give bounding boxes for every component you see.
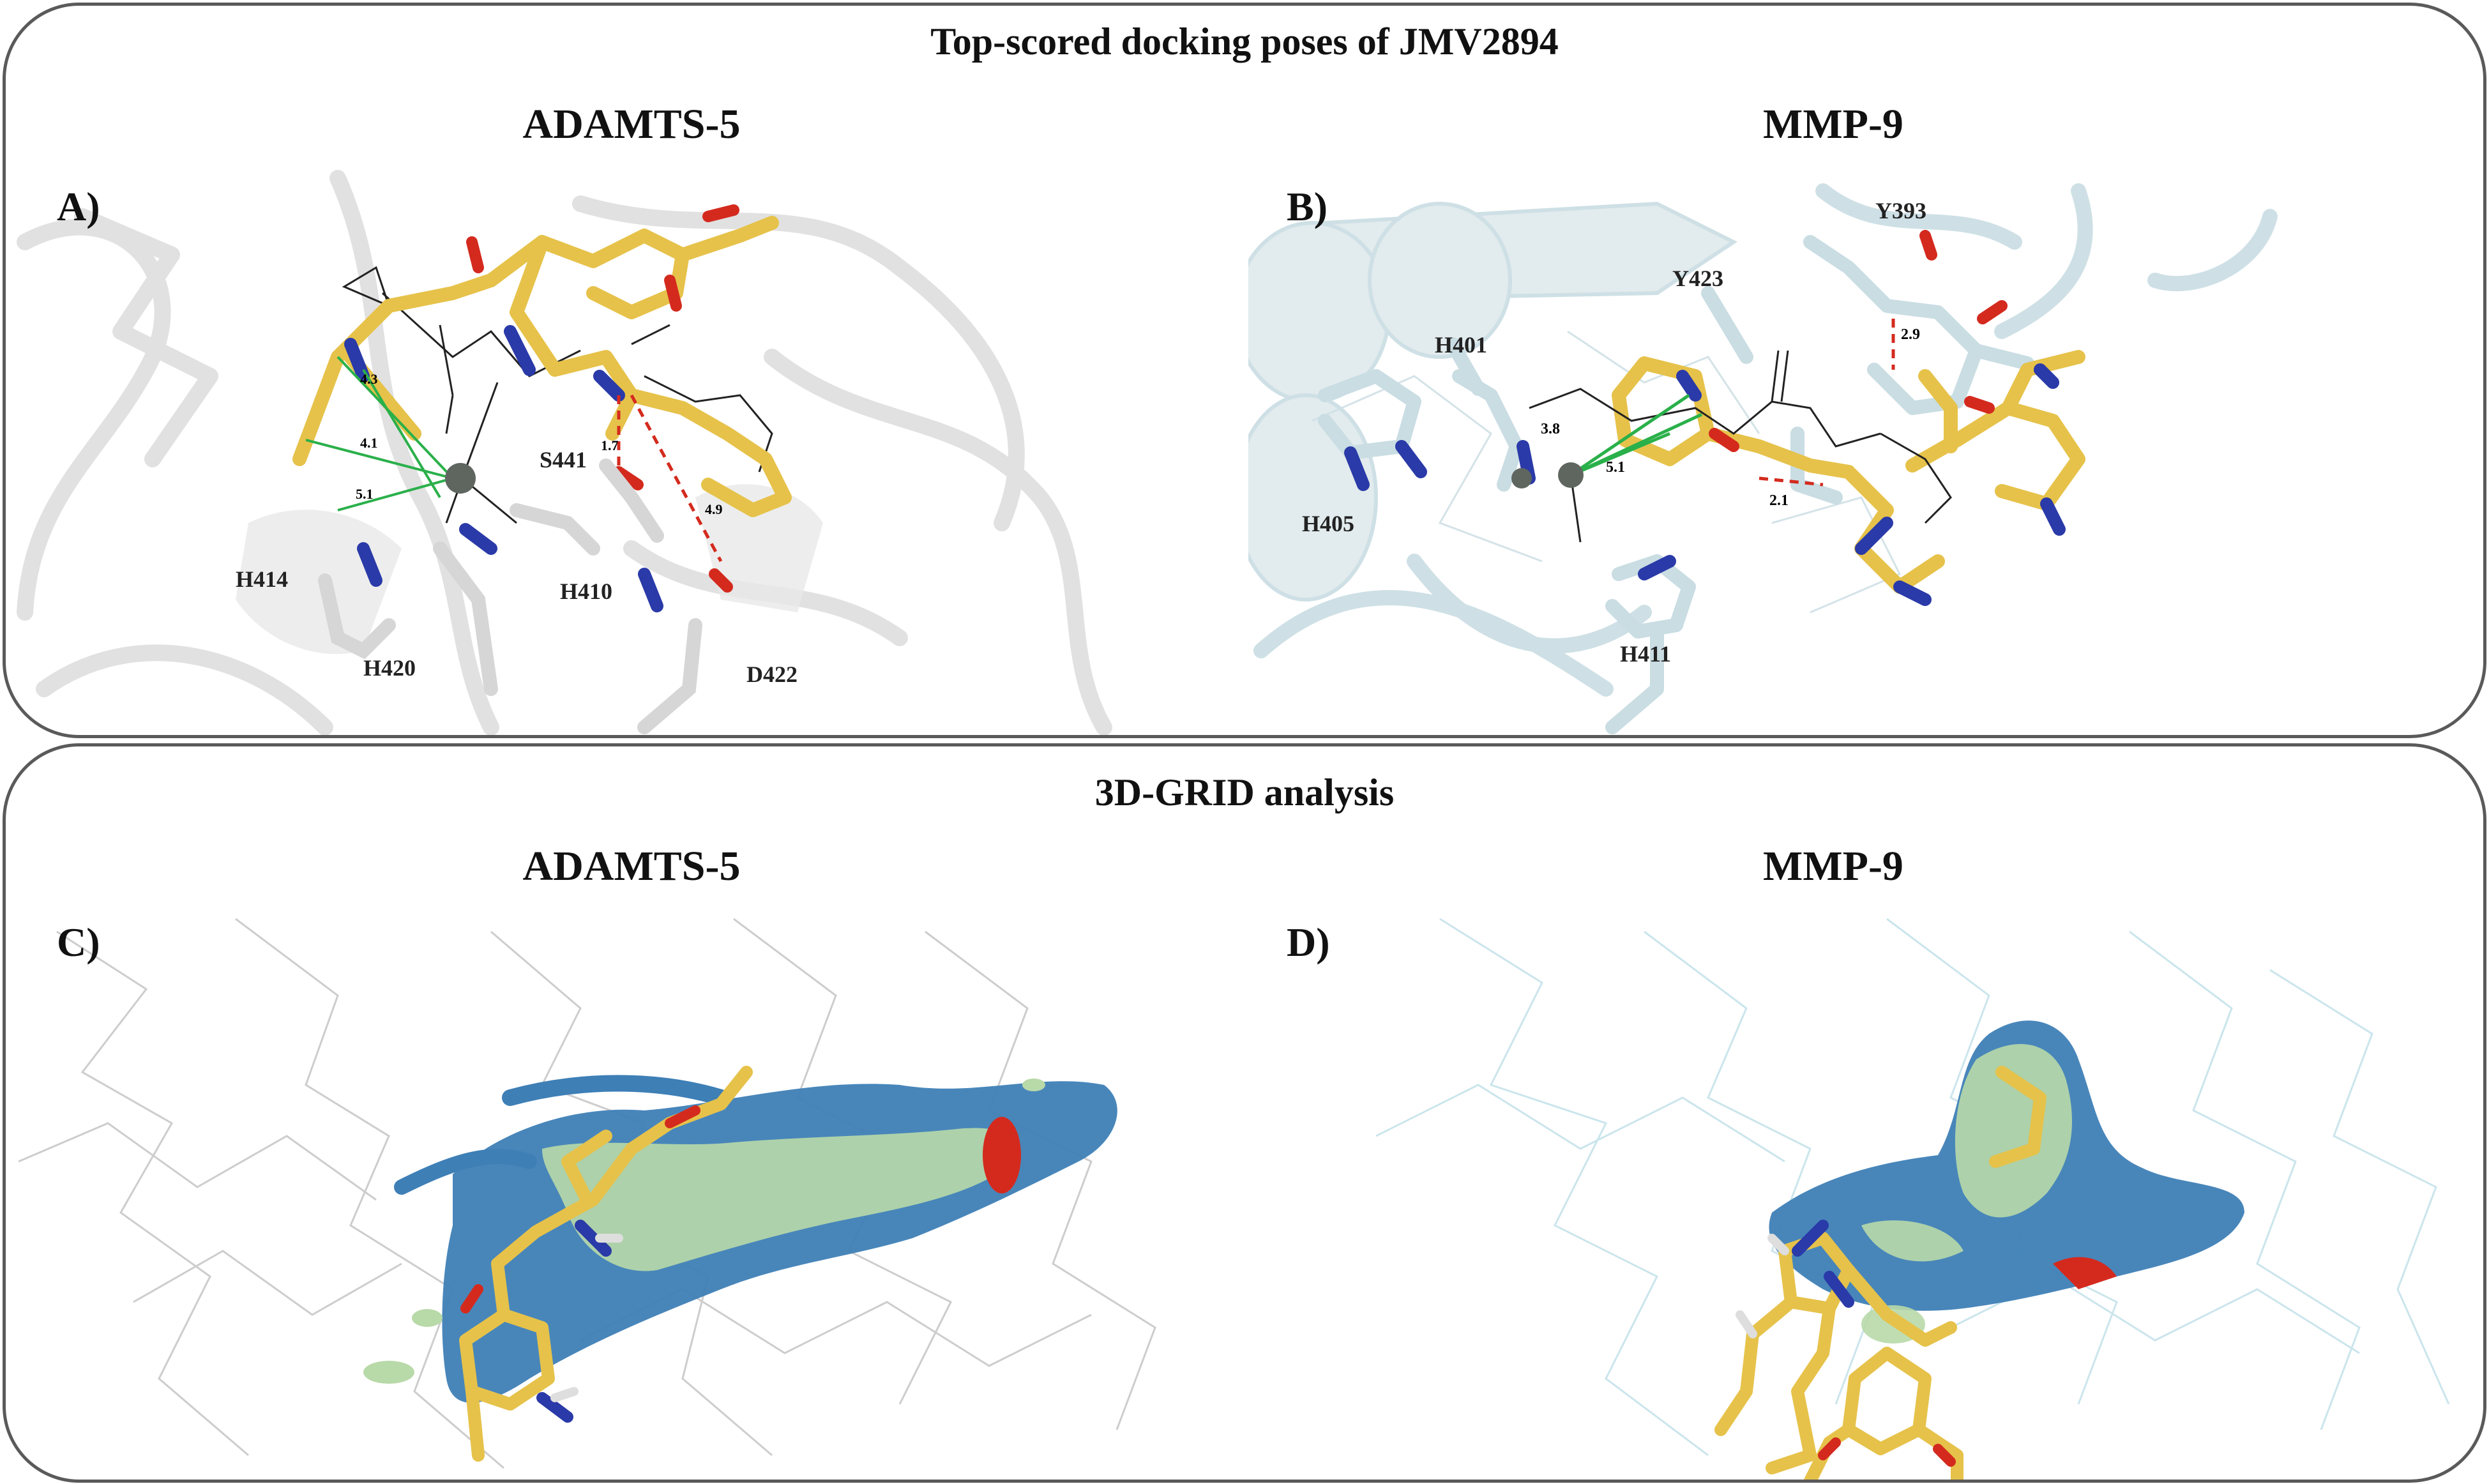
residue-label: H405 — [1302, 511, 1355, 536]
distance-label: 2.9 — [1901, 326, 1920, 343]
panel-a-letter: A) — [57, 184, 100, 229]
residue-label: H410 — [560, 579, 613, 604]
distance-label: 3.8 — [1541, 421, 1560, 437]
panel-d-protein-title: MMP-9 — [1763, 843, 1903, 890]
residue-label: H420 — [363, 655, 416, 681]
residue-label: D422 — [746, 662, 798, 687]
residue-label: S441 — [540, 447, 587, 473]
grid-analysis-frame: 3D-GRID analysis ADAMTS-5 MMP-9 — [3, 743, 2486, 1483]
panel-a-docking-render: 4.3 4.1 5.1 1.7 4.9 — [17, 170, 1112, 735]
distance-label: 1.7 — [601, 437, 619, 453]
residue-label: Y393 — [1875, 198, 1926, 223]
panel-d-letter: D) — [1287, 920, 1330, 965]
panel-c-protein-title: ADAMTS-5 — [522, 843, 741, 890]
grid-section-title: 3D-GRID analysis — [1094, 771, 1395, 814]
panel-d-grid-render — [1375, 918, 2450, 1480]
residue-label: H401 — [1435, 332, 1488, 358]
docking-poses-frame: Top-scored docking poses of JMV2894 ADAM… — [3, 3, 2486, 738]
residue-label: Y423 — [1672, 266, 1723, 291]
residue-label: H411 — [1620, 641, 1672, 667]
docking-section-title: Top-scored docking poses of JMV2894 — [930, 20, 1559, 63]
distance-label: 5.1 — [356, 486, 374, 502]
panel-c-letter: C) — [57, 920, 100, 965]
panel-b-letter: B) — [1287, 184, 1328, 229]
distance-label: 4.1 — [360, 435, 378, 451]
distance-label: 2.1 — [1769, 492, 1789, 509]
panel-c-grid-render — [18, 918, 1156, 1469]
distance-label: 4.9 — [705, 501, 723, 517]
panel-a-protein-title: ADAMTS-5 — [522, 101, 741, 148]
distance-label: 5.1 — [1606, 459, 1625, 476]
distance-label: 4.3 — [360, 371, 378, 387]
panel-b-docking-render: 3.8 5.1 2.9 2.1 — [1248, 183, 2278, 734]
residue-label: H414 — [236, 566, 289, 592]
panel-b-protein-title: MMP-9 — [1763, 101, 1903, 148]
